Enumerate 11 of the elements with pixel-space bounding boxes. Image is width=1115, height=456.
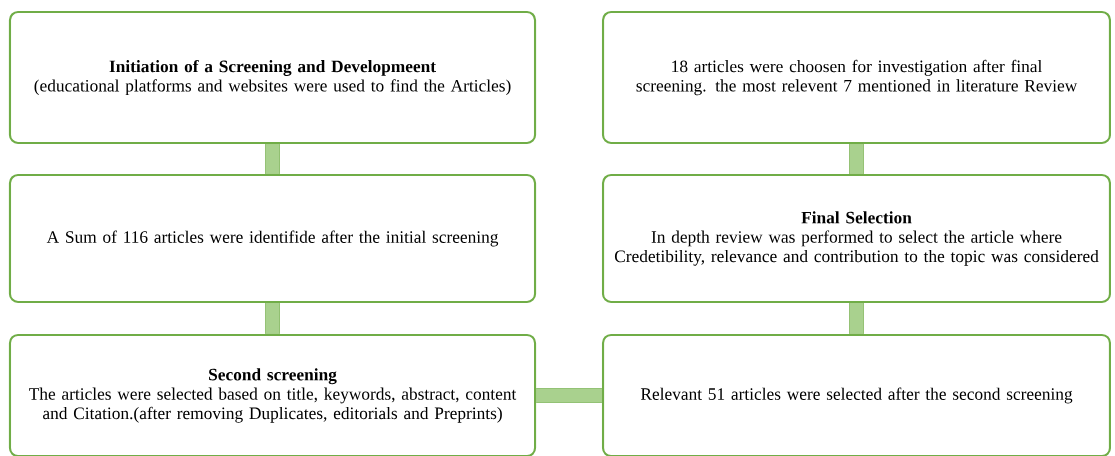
- connector: [849, 144, 864, 174]
- process-box: A Sum of 116 articles were identifide after the initial screening: [8, 173, 537, 304]
- process-box: Relevant 51 articles were selected after the second screening: [601, 333, 1112, 456]
- process-box: Initiation of a Screening and Developmeent (educational platforms and websites were used to find the Articles): [8, 10, 537, 145]
- connector: [265, 303, 280, 334]
- connector: [536, 388, 602, 403]
- process-box: Second screening The articles were selected based on title, keywords, abstract, content and Citation.(after removing Duplicates, editorials and Preprints): [8, 333, 537, 456]
- connector: [265, 144, 280, 174]
- connector: [849, 303, 864, 334]
- process-box: Final Selection In depth review was performed to select the article where Credetibility, relevance and contribution to the topic was considered: [601, 173, 1112, 304]
- process-box: 18 articles were choosen for investigation after final screening. the most relevent 7 mentioned in literature Review: [601, 10, 1112, 145]
